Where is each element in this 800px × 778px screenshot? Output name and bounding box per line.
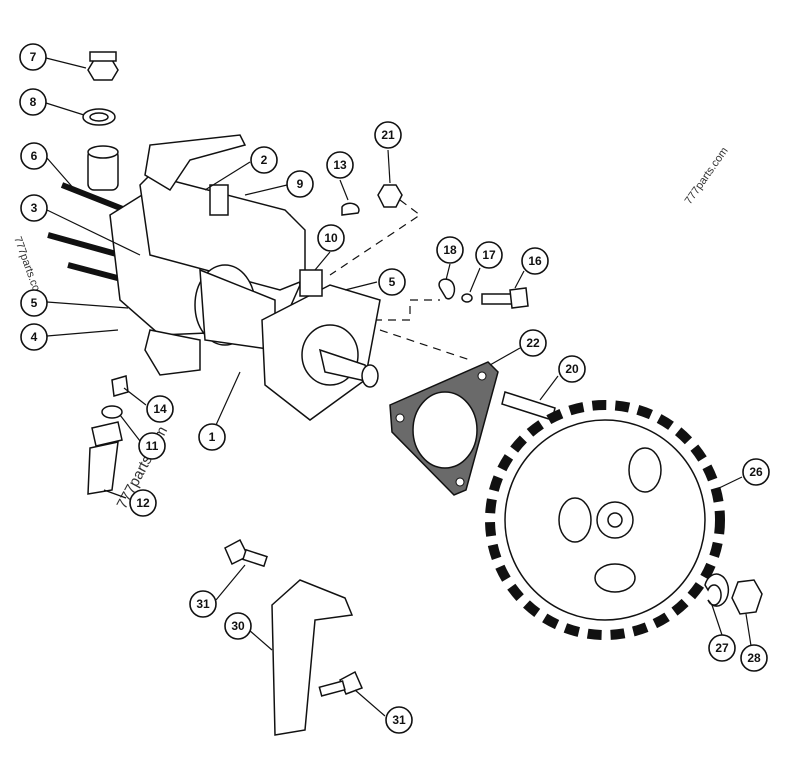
callout-5-flange: 5 [378,268,406,296]
woodruff-key-part [341,202,360,216]
svg-text:3: 3 [31,201,38,215]
svg-text:7: 7 [30,50,37,64]
callout-9: 9 [286,170,314,198]
callout-8: 8 [19,88,47,116]
flange-nut-part [377,184,403,208]
callout-6: 6 [20,142,48,170]
callout-28: 28 [740,644,768,672]
callout-1: 1 [198,423,226,451]
svg-text:22: 22 [526,336,540,350]
callout-30: 30 [224,612,252,640]
callout-20: 20 [558,355,586,383]
bracket-bolt-lower-part [318,670,364,697]
o-ring-part [461,293,473,303]
union-nut-part [87,51,119,81]
svg-text:20: 20 [565,362,579,376]
callout-26: 26 [742,458,770,486]
svg-text:5: 5 [389,275,396,289]
callout-16: 16 [521,247,549,275]
svg-text:26: 26 [749,465,763,479]
pump-drive-gear-part [485,400,725,640]
retaining-clip-part [438,278,456,300]
callout-14: 14 [146,395,174,423]
support-bracket-part [271,579,354,736]
flange-gasket-part [389,361,499,496]
svg-text:17: 17 [482,248,496,262]
svg-text:11: 11 [146,439,159,453]
callout-21: 21 [374,121,402,149]
valve-o-ring-part [101,405,123,419]
relief-valve-part [87,421,123,495]
watermark-right: 777parts.com [683,145,731,206]
svg-text:1: 1 [209,430,216,444]
svg-text:2: 2 [261,153,268,167]
svg-text:5: 5 [31,296,38,310]
bracket-bolt-part [224,538,268,568]
callout-22: 22 [519,329,547,357]
svg-text:8: 8 [30,95,37,109]
callout-31-upper: 31 [189,590,217,618]
callout-2: 2 [250,146,278,174]
svg-text:6: 6 [31,149,38,163]
svg-text:18: 18 [443,243,457,257]
callout-17: 17 [475,241,503,269]
callout-11: 11 [138,432,166,460]
svg-text:16: 16 [528,254,542,268]
alignment-line-shaft [360,299,471,361]
svg-text:31: 31 [196,597,210,611]
svg-text:4: 4 [31,330,38,344]
svg-text:21: 21 [381,128,395,142]
leader-lines [45,57,753,717]
svg-text:27: 27 [715,641,729,655]
svg-text:31: 31 [392,713,406,727]
callout-13: 13 [326,151,354,179]
spring-part [111,375,129,397]
sealing-washer-part [82,108,116,126]
svg-text:13: 13 [333,158,347,172]
svg-text:30: 30 [231,619,245,633]
svg-text:12: 12 [136,496,150,510]
callout-12: 12 [129,489,157,517]
svg-text:14: 14 [153,402,167,416]
lock-washer-part [704,573,730,607]
gear-nut-part [731,579,763,615]
svg-text:10: 10 [324,231,338,245]
svg-text:9: 9 [297,177,304,191]
timing-screw-part [481,287,529,309]
callout-27: 27 [708,634,736,662]
svg-text:28: 28 [747,651,761,665]
callout-4: 4 [20,323,48,351]
callout-5: 5 [20,289,48,317]
callout-18: 18 [436,236,464,264]
callout-31-lower: 31 [385,706,413,734]
callout-10: 10 [317,224,345,252]
callout-7: 7 [19,43,47,71]
callout-3: 3 [20,194,48,222]
injection-pump-body [47,134,381,421]
